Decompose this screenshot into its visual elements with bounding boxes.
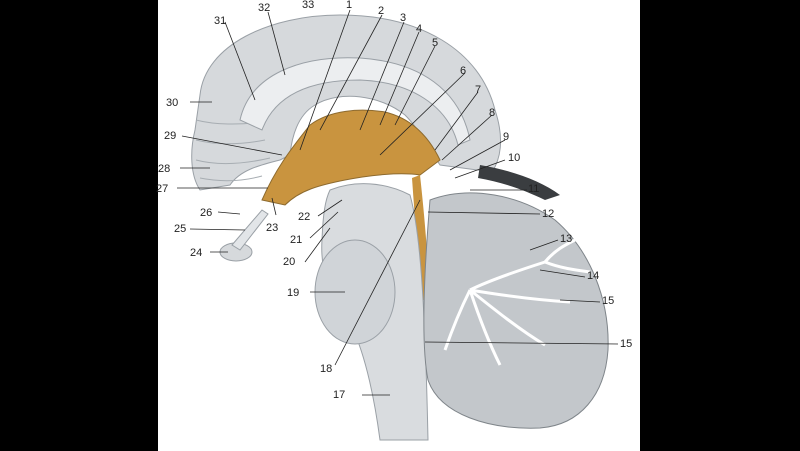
- label-18: 18: [320, 363, 332, 375]
- label-11: 11: [528, 183, 539, 195]
- label-2: 2: [378, 5, 384, 17]
- label-12: 12: [542, 208, 554, 220]
- corpus-callosum: [239, 57, 471, 146]
- diencephalon-region: [261, 109, 441, 206]
- label-9: 9: [503, 131, 509, 143]
- label-17: 17: [333, 389, 345, 401]
- label-7: 7: [475, 84, 481, 96]
- label-26: 26: [200, 207, 212, 219]
- label-22: 22: [298, 211, 310, 223]
- label-5: 5: [432, 37, 438, 49]
- label-29: 29: [164, 130, 176, 142]
- label-24: 24: [190, 247, 202, 259]
- frontal-gyri: [195, 119, 271, 182]
- label-3: 3: [400, 12, 406, 24]
- label-31: 31: [214, 15, 226, 27]
- label-28: 28: [158, 163, 170, 175]
- label-30: 30: [166, 97, 178, 109]
- arbor-vitae: [443, 238, 591, 366]
- label-19: 19: [287, 287, 299, 299]
- label-6: 6: [460, 65, 466, 77]
- label-20: 20: [283, 256, 295, 268]
- label-21: 21: [290, 234, 302, 246]
- label-1: 1: [346, 0, 352, 11]
- label-13: 13: [560, 233, 572, 245]
- label-32: 32: [258, 2, 270, 14]
- label-25: 25: [174, 223, 186, 235]
- label-14: 14: [587, 270, 599, 282]
- label-8: 8: [489, 107, 495, 119]
- label-23: 23: [266, 222, 278, 234]
- label-33: 33: [302, 0, 314, 11]
- label-15a: 15: [602, 295, 614, 307]
- optic-stalk: [231, 209, 269, 251]
- cerebellum: [423, 192, 609, 429]
- label-15b: 15: [620, 338, 632, 350]
- label-4: 4: [416, 23, 422, 35]
- label-10: 10: [508, 152, 520, 164]
- leader-lines: [177, 9, 619, 396]
- dark-region: [478, 165, 560, 200]
- label-27: 27: [156, 183, 168, 195]
